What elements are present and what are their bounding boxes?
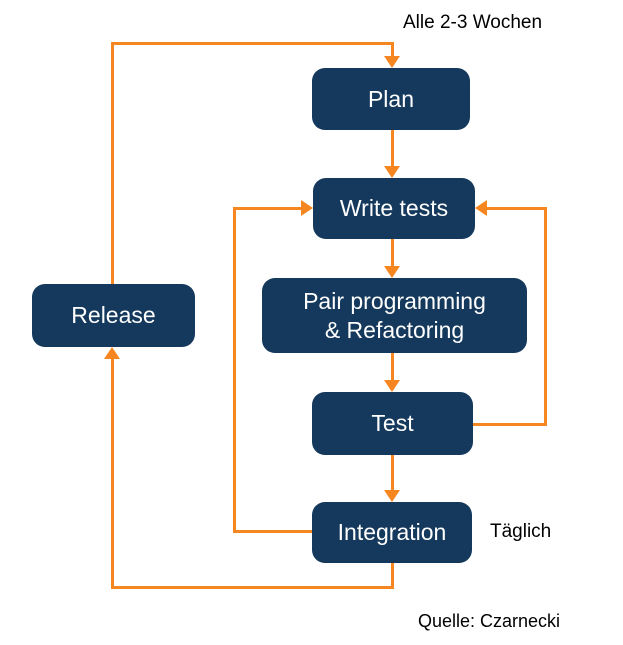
- connector-test-to-integration: [391, 455, 394, 490]
- node-release-label: Release: [71, 302, 156, 329]
- arrowhead-into-plan-icon: [384, 56, 400, 68]
- arrowhead-into-pair-icon: [384, 266, 400, 278]
- arrowhead-into-write-tests-icon: [384, 166, 400, 178]
- node-integration: Integration: [312, 502, 472, 563]
- source-credit-label: Quelle: Czarnecki: [418, 611, 561, 631]
- connector-integration-to-write-tests-lower: [233, 530, 312, 533]
- connector-test-to-write-tests-lower: [473, 423, 547, 426]
- node-plan: Plan: [312, 68, 470, 130]
- connector-release-to-plan-drop: [391, 42, 394, 56]
- connector-integration-to-write-tests-vertical: [233, 207, 236, 533]
- connector-integration-to-release-horizontal: [111, 586, 394, 589]
- cycle-duration-label: Alle 2-3 Wochen: [403, 12, 543, 33]
- node-release: Release: [32, 284, 195, 347]
- connector-release-to-plan-left-vertical: [111, 42, 114, 284]
- arrowhead-into-test-icon: [384, 380, 400, 392]
- arrowhead-into-write-tests-left-icon: [301, 200, 313, 216]
- node-integration-label: Integration: [337, 519, 447, 546]
- connector-pair-to-test: [391, 353, 394, 380]
- connector-integration-to-write-tests-upper: [233, 207, 301, 210]
- node-test-label: Test: [371, 410, 414, 437]
- connector-test-to-write-tests-upper: [487, 207, 547, 210]
- node-pair-programming-label-line1: Pair programming: [303, 287, 486, 314]
- connector-plan-to-write-tests: [391, 130, 394, 166]
- arrowhead-into-release-icon: [104, 347, 120, 359]
- daily-label: Täglich: [490, 521, 552, 542]
- arrowhead-into-integration-icon: [384, 490, 400, 502]
- node-pair-programming-label-line2: & Refactoring: [324, 316, 465, 343]
- connector-integration-to-release-vertical: [111, 359, 114, 589]
- node-pair-programming: Pair programming & Refactoring: [262, 278, 527, 353]
- node-write-tests-label: Write tests: [339, 195, 449, 222]
- node-test: Test: [312, 392, 473, 455]
- arrowhead-into-write-tests-right-icon: [475, 200, 487, 216]
- node-plan-label: Plan: [367, 85, 415, 112]
- connector-release-to-plan-horizontal: [111, 42, 394, 45]
- connector-test-to-write-tests-vertical: [544, 207, 547, 426]
- node-write-tests: Write tests: [313, 178, 475, 239]
- connector-write-tests-to-pair: [391, 239, 394, 266]
- connector-integration-down: [391, 563, 394, 589]
